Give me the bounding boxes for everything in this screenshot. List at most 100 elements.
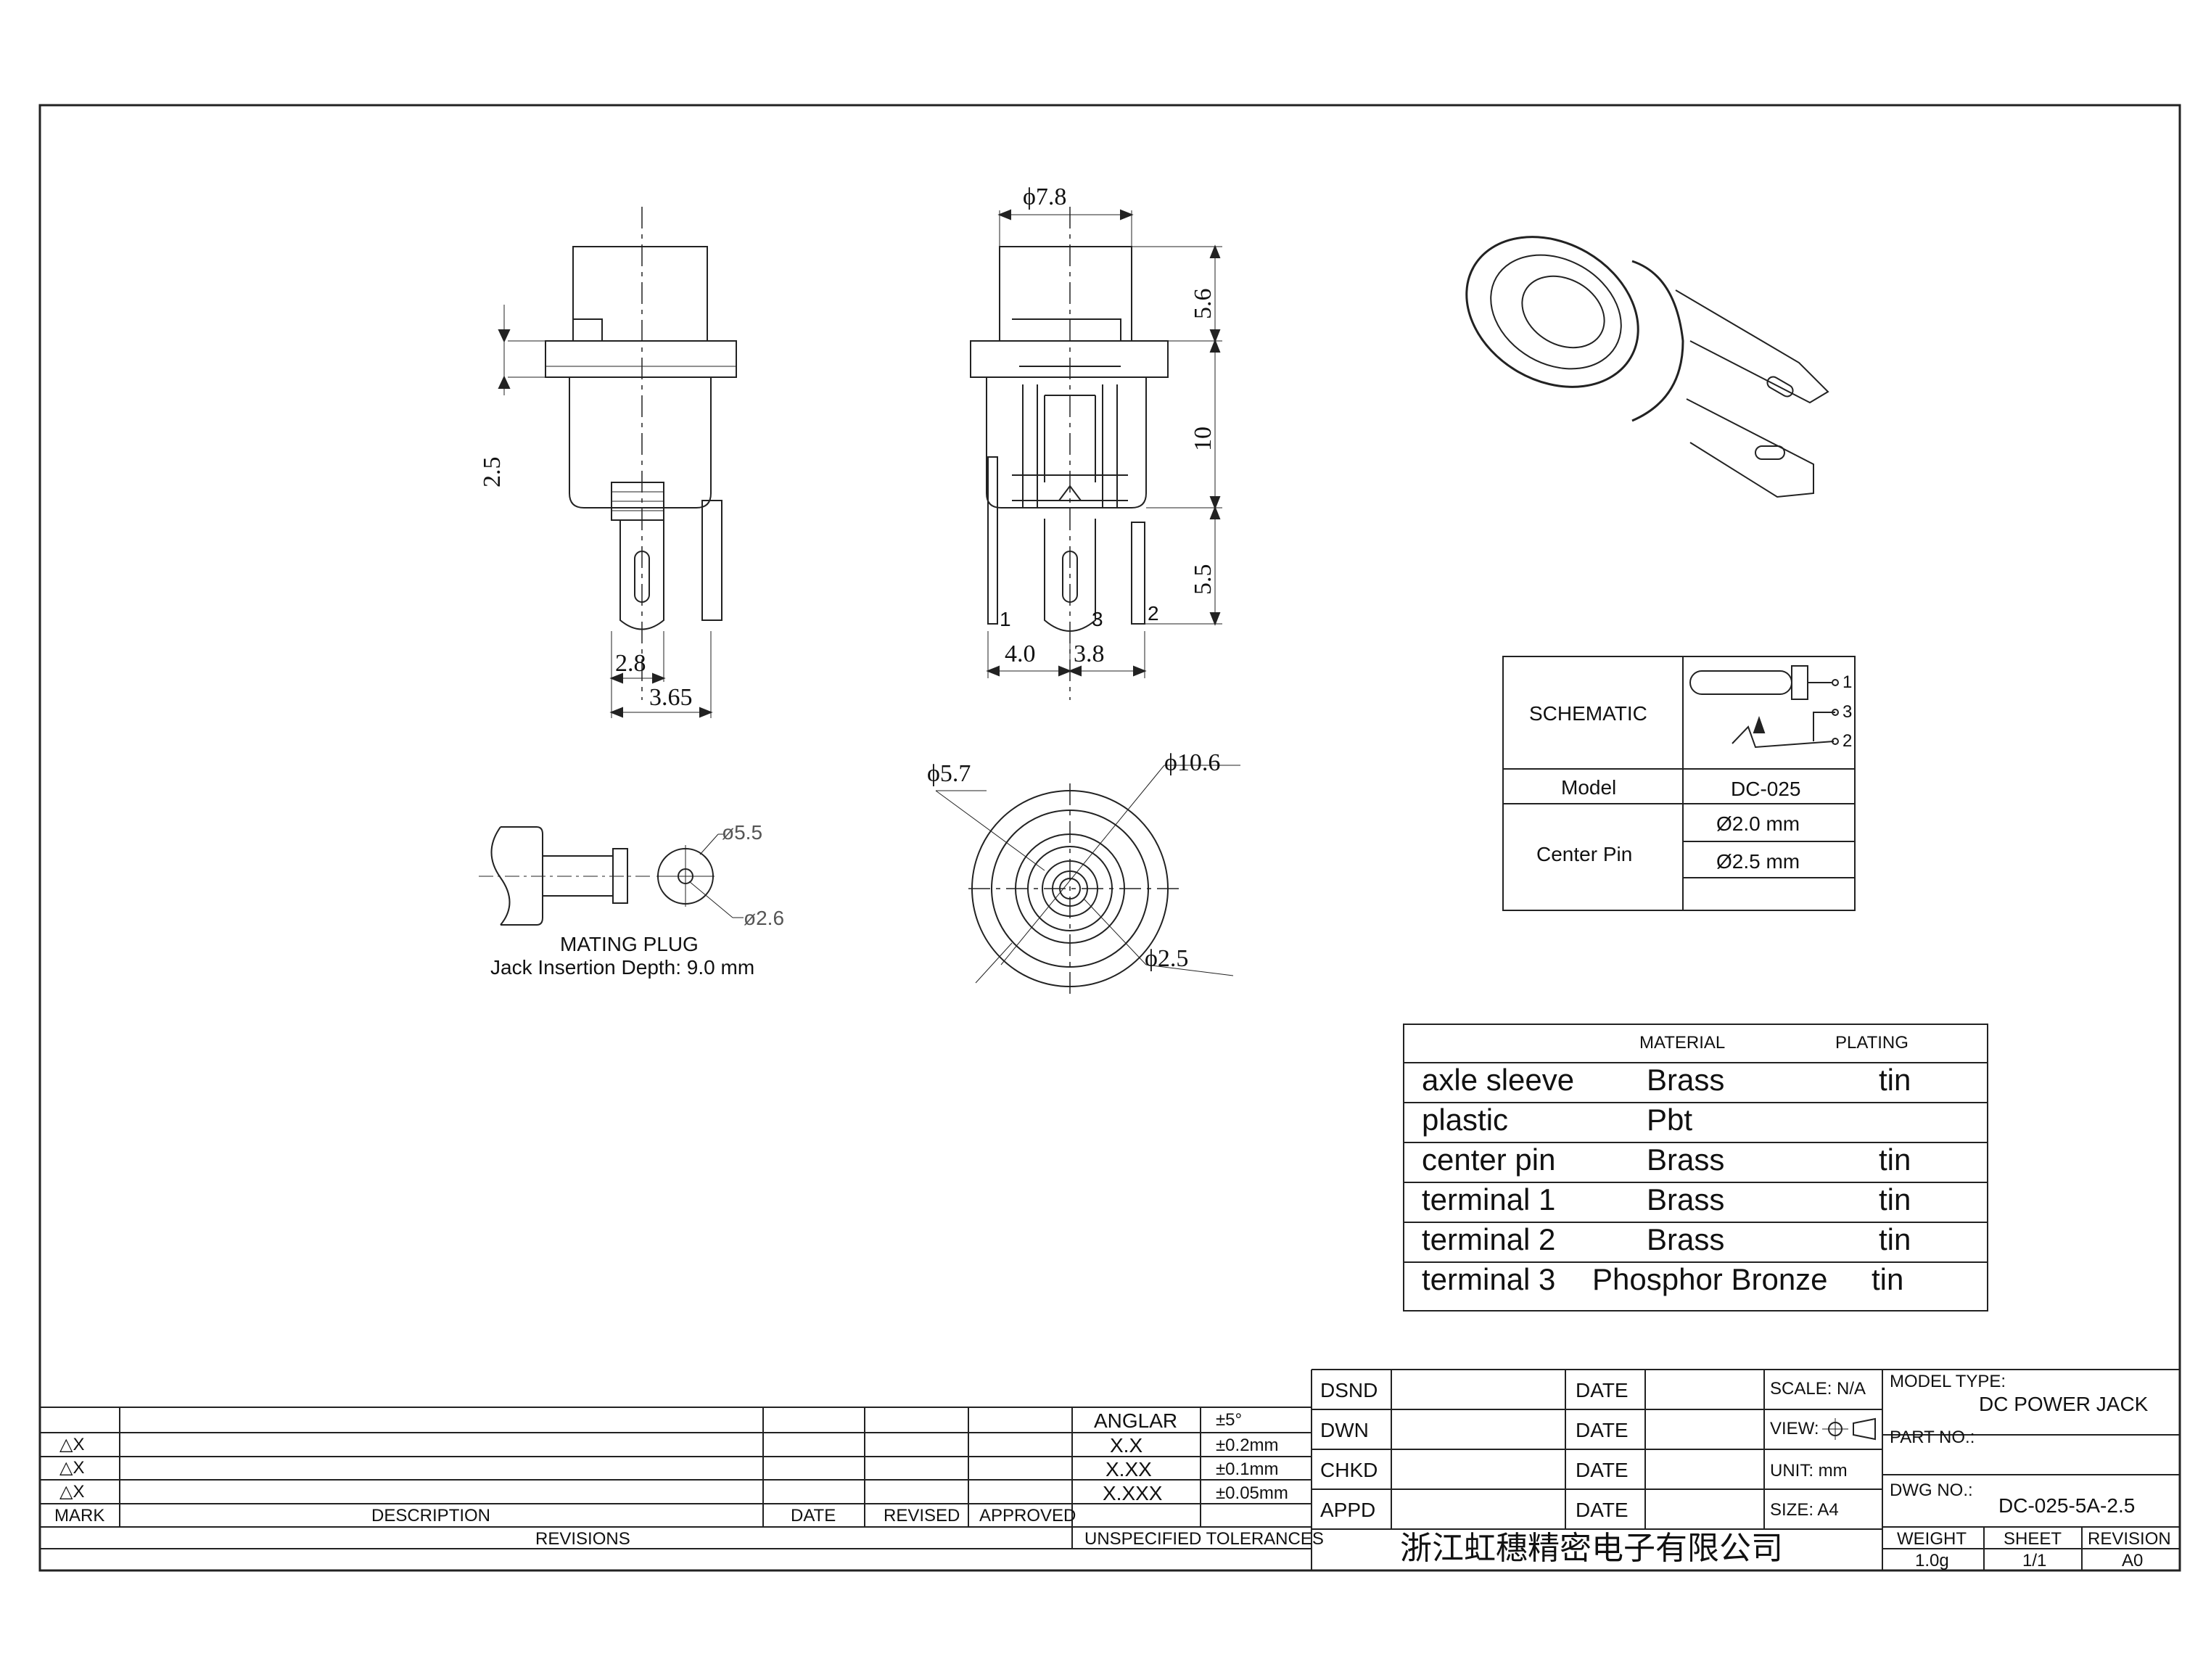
material-header: MATERIAL [1639, 1033, 1726, 1053]
material-part: terminal 1 [1422, 1182, 1556, 1216]
material-value: Pbt [1647, 1103, 1693, 1137]
material-part: terminal 3 [1422, 1262, 1556, 1296]
weight-value: 1.0g [1915, 1551, 1949, 1570]
material-part: plastic [1422, 1103, 1509, 1137]
sheet-value: 1/1 [2022, 1551, 2047, 1570]
material-value: Brass [1647, 1182, 1725, 1216]
material-value: Brass [1647, 1222, 1725, 1256]
center-pin-value-1: Ø2.0 mm [1716, 812, 1800, 835]
tol-value-xxxx: ±0.05mm [1216, 1483, 1288, 1503]
part-no-label: PART NO.: [1890, 1428, 1975, 1447]
signoff-date-4: DATE [1576, 1499, 1629, 1521]
rev-mark-3: △X [59, 1482, 85, 1502]
view-label: VIEW: [1770, 1419, 1819, 1438]
signoff-appd: APPD [1320, 1499, 1376, 1521]
material-value: Brass [1647, 1142, 1725, 1177]
dim-3-8: 3.8 [1074, 641, 1105, 667]
bottom-view [935, 765, 1240, 997]
plug-dia-outer: ø5.5 [722, 821, 763, 844]
model-label: Model [1561, 776, 1617, 799]
signoff-date-3: DATE [1576, 1459, 1629, 1481]
material-value: Brass [1647, 1063, 1725, 1097]
dim-3-65: 3.65 [649, 684, 693, 711]
revision-value: A0 [2122, 1551, 2144, 1570]
signoff-date-1: DATE [1576, 1379, 1629, 1401]
company-name: 浙江虹穗精密电子有限公司 [1400, 1530, 1783, 1567]
mating-plug-drawing [479, 826, 744, 926]
dwg-no-label: DWG NO.: [1890, 1481, 1973, 1500]
rev-header-date: DATE [791, 1506, 836, 1525]
tol-label-xx: X.X [1110, 1434, 1143, 1457]
material-part: terminal 2 [1422, 1222, 1556, 1256]
material-table-grid [1403, 1024, 1988, 1312]
weight-label: WEIGHT [1897, 1529, 1967, 1549]
revision-label: REVISION [2088, 1529, 2171, 1549]
rev-header-revised: REVISED [884, 1506, 960, 1525]
tol-label-angle: ANGLAR [1094, 1409, 1178, 1432]
rev-mark-2: △X [59, 1458, 85, 1478]
plating-value: tin [1879, 1142, 1911, 1177]
plating-value: tin [1879, 1063, 1911, 1097]
schematic-label: SCHEMATIC [1529, 702, 1647, 725]
sheet-label: SHEET [2004, 1529, 2062, 1549]
schematic-pin-3: 3 [1842, 702, 1853, 722]
rev-header-approved: APPROVED [979, 1506, 1076, 1525]
unit-value: UNIT: mm [1770, 1461, 1848, 1481]
rev-header-mark: MARK [54, 1506, 105, 1525]
tol-label-xxx: X.XX [1106, 1458, 1152, 1481]
schematic-pin-1: 1 [1842, 672, 1853, 692]
revisions-footer: REVISIONS [535, 1529, 630, 1549]
rev-mark-1: △X [59, 1435, 85, 1454]
signoff-date-2: DATE [1576, 1419, 1629, 1441]
center-pin-value-2: Ø2.5 mm [1716, 850, 1800, 873]
pin-label-3: 3 [1092, 608, 1103, 630]
dim-dia-7-8: ϕ7.8 [1023, 184, 1067, 210]
signoff-chkd: CHKD [1320, 1459, 1378, 1481]
tolerances-footer: UNSPECIFIED TOLERANCES [1084, 1529, 1324, 1549]
model-value: DC-025 [1731, 778, 1801, 800]
plating-header: PLATING [1835, 1033, 1909, 1053]
dim-dia-5-7: ϕ5.7 [927, 760, 971, 787]
tol-value-xxx: ±0.1mm [1216, 1459, 1279, 1479]
revision-block-grid [40, 1407, 1312, 1549]
dim-10: 10 [1190, 427, 1216, 451]
tol-value-xx: ±0.2mm [1216, 1436, 1279, 1455]
plating-value: tin [1872, 1262, 1904, 1296]
dim-5-6: 5.6 [1190, 288, 1216, 320]
dim-2-8: 2.8 [615, 650, 646, 677]
plating-value: tin [1879, 1182, 1911, 1216]
pin-label-2: 2 [1148, 602, 1159, 625]
signoff-dsnd: DSND [1320, 1379, 1378, 1401]
dwg-no-value: DC-025-5A-2.5 [1998, 1494, 2136, 1517]
material-part: axle sleeve [1422, 1063, 1575, 1097]
signoff-dwn: DWN [1320, 1419, 1369, 1441]
material-value: Phosphor Bronze [1592, 1262, 1828, 1296]
tol-value-angle: ±5° [1216, 1410, 1243, 1430]
plug-dia-inner: ø2.6 [744, 907, 785, 929]
rev-header-description: DESCRIPTION [371, 1506, 491, 1525]
dim-5-5: 5.5 [1190, 564, 1216, 596]
sheet-border [38, 104, 2181, 1572]
center-pin-label: Center Pin [1536, 843, 1633, 865]
mating-plug-depth: Jack Insertion Depth: 9.0 mm [490, 956, 755, 979]
title-block-grid [1311, 1369, 2180, 1570]
mating-plug-title: MATING PLUG [560, 933, 699, 955]
dim-dia-10-6: ϕ10.6 [1164, 749, 1221, 776]
scale-value: SCALE: N/A [1770, 1379, 1866, 1399]
model-type-value: DC POWER JACK [1979, 1393, 2149, 1415]
plating-value: tin [1879, 1222, 1911, 1256]
pin-label-1: 1 [1000, 608, 1011, 630]
tol-label-xxxx: X.XXX [1103, 1482, 1163, 1504]
front-view [970, 207, 1222, 700]
model-type-label: MODEL TYPE: [1890, 1372, 2006, 1391]
dim-4-0: 4.0 [1005, 641, 1036, 667]
side-view [498, 207, 737, 718]
material-part: center pin [1422, 1142, 1556, 1177]
isometric-view [1465, 236, 1829, 498]
schematic-pin-2: 2 [1842, 731, 1853, 751]
dim-2-5: 2.5 [479, 456, 506, 488]
spec-table-grid [1502, 656, 1856, 911]
size-value: SIZE: A4 [1770, 1500, 1839, 1520]
